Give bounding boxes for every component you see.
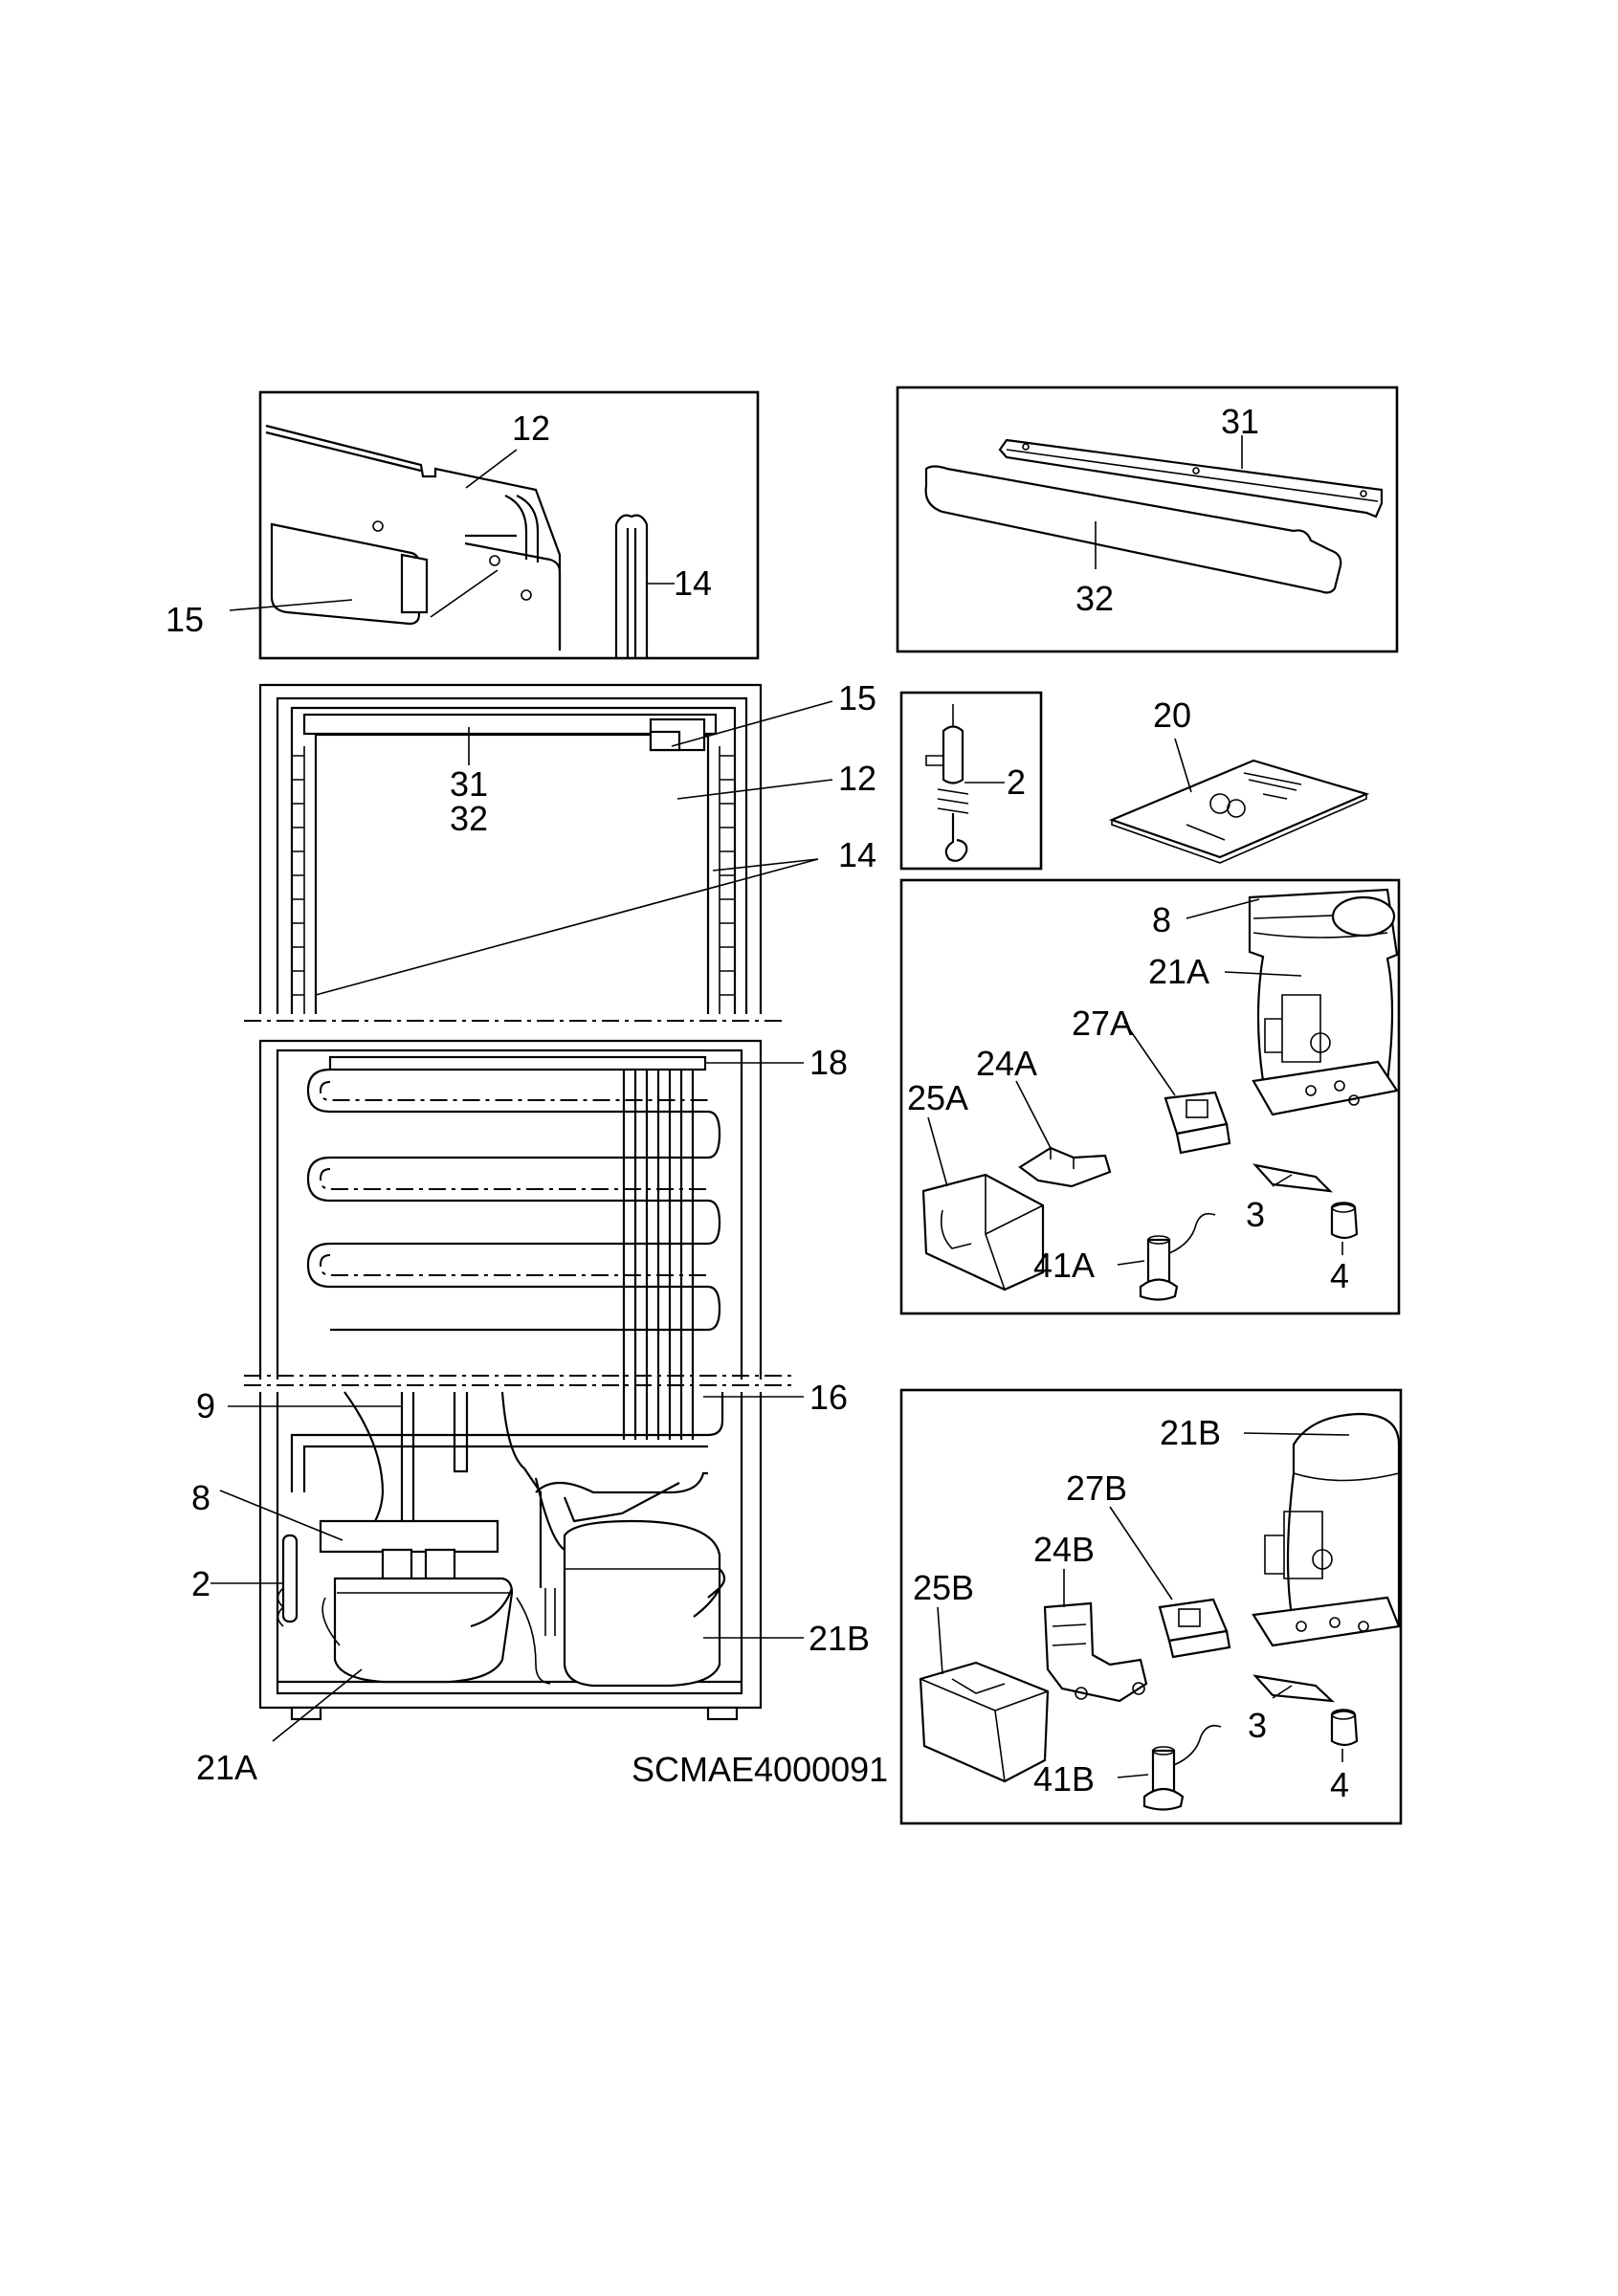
compressor-kit-a-panel: 8 21A 27A 24A 25A 3 4 41A (899, 878, 1401, 1315)
callout-41a: 41A (1033, 1246, 1095, 1285)
compressor-21b-main (516, 1519, 726, 1688)
callout-16: 16 (809, 1378, 848, 1417)
callout-15: 15 (166, 600, 204, 639)
callout-21b-kit: 21B (1160, 1413, 1221, 1452)
callout-25a: 25A (907, 1078, 968, 1117)
callout-31: 31 (1221, 402, 1259, 441)
instruction-manual: 20 (1108, 695, 1370, 864)
callout-15-main: 15 (838, 678, 876, 718)
callout-32: 32 (1075, 579, 1114, 618)
callout-27b: 27B (1066, 1468, 1127, 1508)
callout-27a: 27A (1072, 1004, 1133, 1043)
callout-21b-main: 21B (809, 1619, 870, 1658)
callout-4-kit-b: 4 (1330, 1765, 1349, 1804)
callout-14: 14 (674, 563, 712, 603)
sensor-panel: 2 (899, 691, 1043, 871)
callout-2: 2 (191, 1564, 211, 1603)
cabinet-compressor-section: 16 9 8 2 21B 21A SCMAE4000091 (191, 1378, 888, 1789)
callout-24b: 24B (1033, 1530, 1095, 1569)
callout-2-sensor: 2 (1007, 762, 1026, 802)
right-gasket-hatching (719, 746, 735, 1014)
shelf-trim-panel: 31 32 (896, 386, 1399, 653)
callout-8-kit-a: 8 (1152, 900, 1171, 939)
callout-31-main: 31 (450, 764, 488, 804)
callout-25b: 25B (913, 1568, 974, 1607)
callout-4-kit-a: 4 (1330, 1256, 1349, 1295)
callout-18: 18 (809, 1043, 848, 1082)
callout-24a: 24A (976, 1044, 1037, 1083)
callout-3-kit-a: 3 (1246, 1195, 1265, 1234)
door-detail-panel: 12 15 14 (166, 390, 760, 660)
compressor-21a-main (319, 1519, 514, 1684)
callout-41b: 41B (1033, 1759, 1095, 1799)
callout-8: 8 (191, 1478, 211, 1517)
callout-32-main: 32 (450, 799, 488, 838)
callout-12: 12 (512, 408, 550, 448)
callout-20: 20 (1153, 695, 1191, 735)
callout-12-main: 12 (838, 759, 876, 798)
cabinet-condenser-section: 18 (244, 1039, 848, 1440)
callout-9: 9 (196, 1386, 215, 1425)
callout-3-kit-b: 3 (1248, 1706, 1267, 1745)
cabinet-upper-section: 31 32 15 12 14 (244, 678, 876, 1022)
compressor-kit-b-panel: 21B 27B 24B 25B 3 4 41B (899, 1388, 1403, 1825)
callout-21a-main: 21A (196, 1748, 257, 1787)
left-gasket-hatching (292, 746, 305, 1014)
callout-14-main: 14 (838, 835, 876, 874)
callout-21a-kit: 21A (1148, 952, 1209, 991)
drawing-code: SCMAE4000091 (632, 1750, 888, 1789)
